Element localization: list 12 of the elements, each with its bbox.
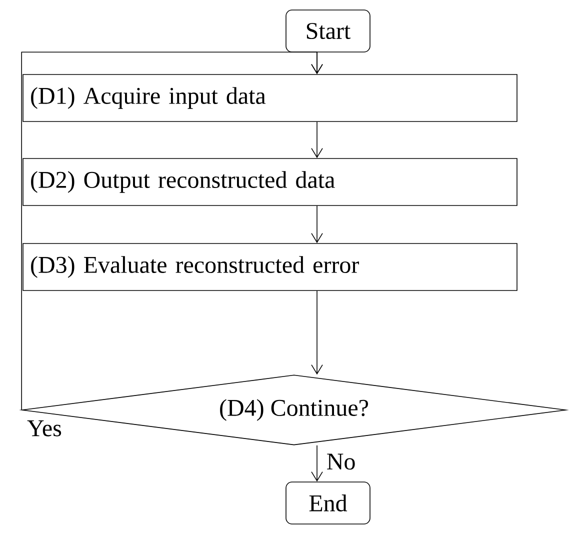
process-box: (D3) Evaluate reconstructed error — [22, 243, 518, 291]
arrow — [311, 445, 323, 482]
process-box: (D1) Acquire input data — [22, 74, 518, 122]
terminal-box: End — [286, 482, 370, 524]
arrow — [21, 52, 323, 410]
edge-label: No — [327, 454, 355, 470]
edge-label: Yes — [27, 420, 62, 436]
arrow — [311, 122, 323, 158]
process-box: (D2) Output reconstructed data — [22, 158, 518, 206]
terminal-box: Start — [286, 10, 370, 52]
arrow — [311, 206, 323, 244]
arrow — [311, 290, 323, 375]
